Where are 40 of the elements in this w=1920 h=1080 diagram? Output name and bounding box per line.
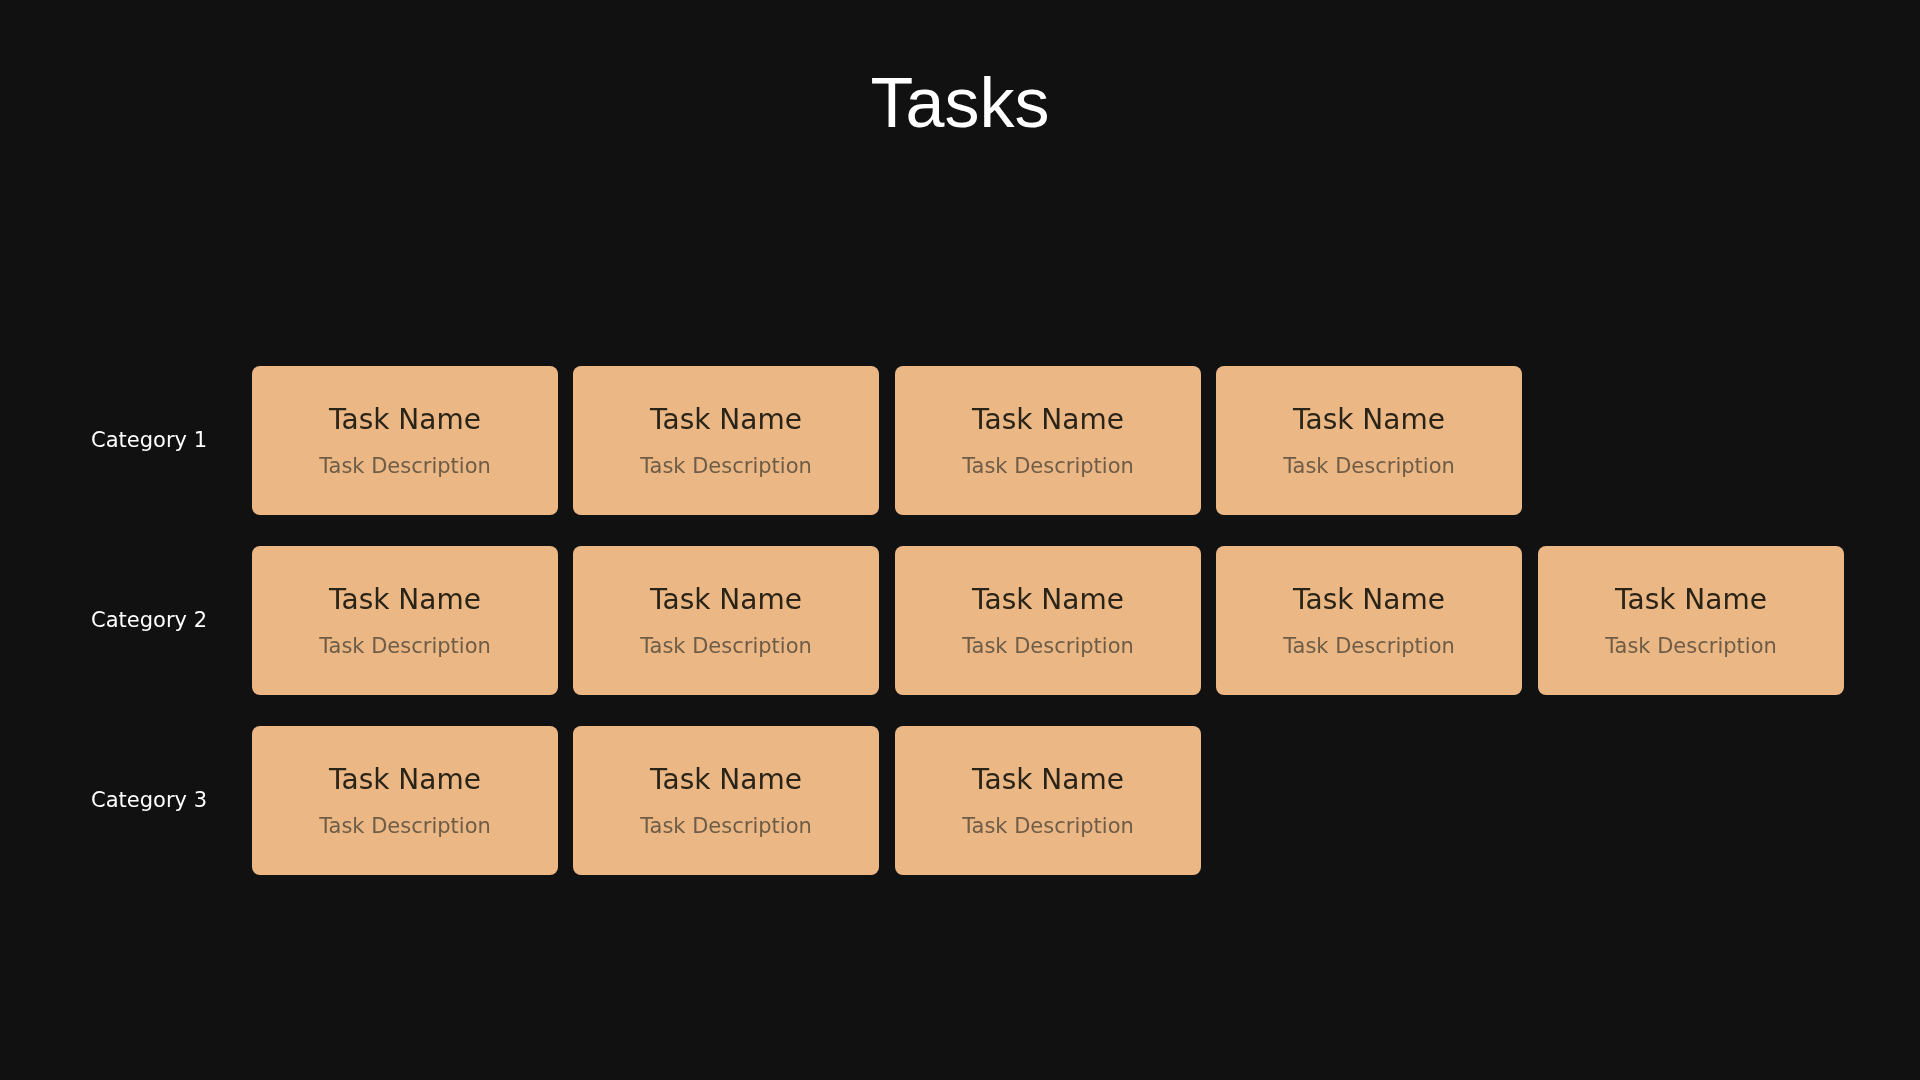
task-card xyxy=(895,726,1201,875)
category-label: Category 3 xyxy=(91,787,207,814)
task-description: Task Description xyxy=(319,812,491,839)
task-description: Task Description xyxy=(640,632,812,659)
task-card xyxy=(1216,546,1522,695)
task-name: Task Name xyxy=(650,402,802,437)
task-name: Task Name xyxy=(329,762,481,797)
task-card xyxy=(573,366,879,515)
task-card xyxy=(895,546,1201,695)
task-card xyxy=(252,546,558,695)
task-description: Task Description xyxy=(962,812,1134,839)
task-name: Task Name xyxy=(1293,582,1445,617)
category-label: Category 1 xyxy=(91,427,207,454)
task-description: Task Description xyxy=(1283,632,1455,659)
task-name: Task Name xyxy=(329,582,481,617)
title: Tasks xyxy=(870,63,1050,144)
task-description: Task Description xyxy=(640,812,812,839)
task-name: Task Name xyxy=(650,762,802,797)
task-description: Task Description xyxy=(962,452,1134,479)
task-name: Task Name xyxy=(329,402,481,437)
task-name: Task Name xyxy=(972,402,1124,437)
task-name: Task Name xyxy=(1293,402,1445,437)
task-card xyxy=(1216,366,1522,515)
task-name: Task Name xyxy=(972,762,1124,797)
task-card xyxy=(895,366,1201,515)
task-card xyxy=(573,546,879,695)
task-name: Task Name xyxy=(1615,582,1767,617)
task-card xyxy=(573,726,879,875)
task-name: Task Name xyxy=(650,582,802,617)
task-card xyxy=(1538,546,1844,695)
task-description: Task Description xyxy=(319,452,491,479)
task-card xyxy=(252,726,558,875)
task-description: Task Description xyxy=(1283,452,1455,479)
task-name: Task Name xyxy=(972,582,1124,617)
category-label: Category 2 xyxy=(91,607,207,634)
task-description: Task Description xyxy=(640,452,812,479)
task-description: Task Description xyxy=(1605,632,1777,659)
task-description: Task Description xyxy=(962,632,1134,659)
task-description: Task Description xyxy=(319,632,491,659)
task-card xyxy=(252,366,558,515)
